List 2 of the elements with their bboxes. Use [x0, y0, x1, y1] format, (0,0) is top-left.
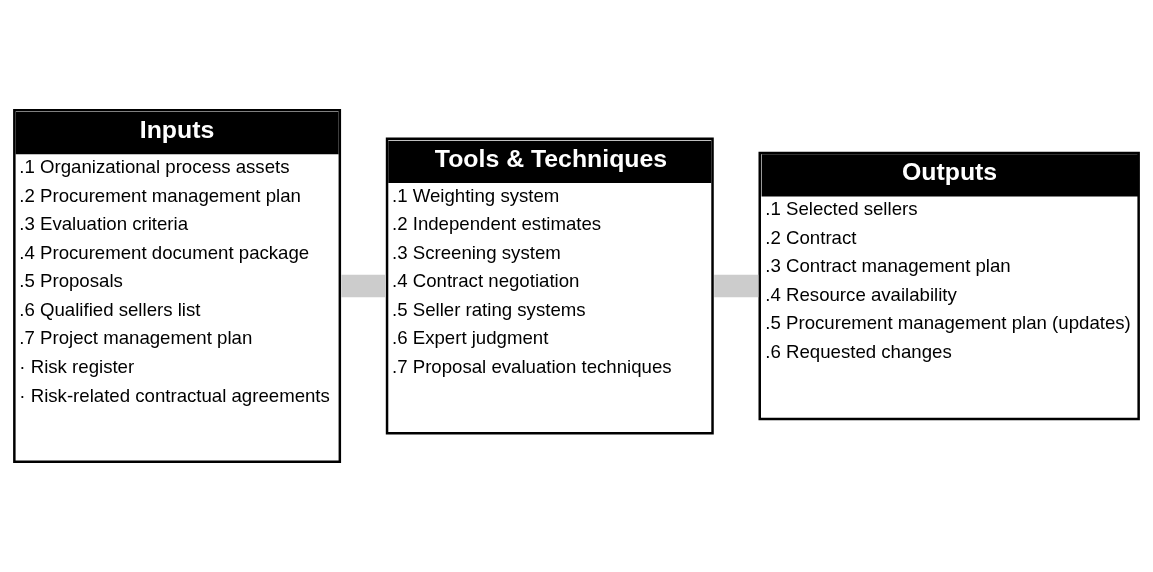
connector — [341, 274, 386, 298]
connector — [714, 274, 759, 298]
